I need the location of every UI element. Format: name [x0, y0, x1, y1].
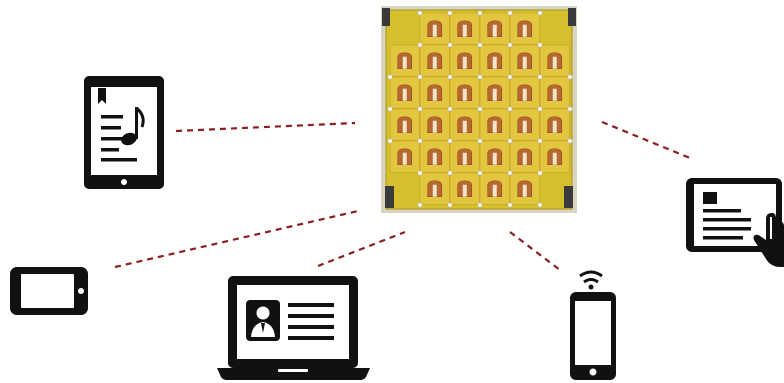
antenna-element [449, 172, 480, 205]
mount-bolt [507, 106, 513, 112]
mount-bolt [387, 106, 393, 112]
bracket-bottom-left [385, 186, 394, 208]
link-small-phone [114, 209, 359, 269]
mount-bolt [507, 42, 513, 48]
antenna-array-photo [381, 6, 577, 213]
antenna-element [449, 140, 480, 173]
mount-bolt [477, 202, 483, 208]
antenna-element [449, 76, 480, 109]
antenna-element [419, 44, 450, 77]
mount-bolt [447, 202, 453, 208]
antenna-element [509, 44, 540, 77]
connection-links [114, 120, 691, 271]
mount-bolt [447, 138, 453, 144]
antenna-element [419, 172, 450, 205]
antenna-element [419, 108, 450, 141]
antenna-element [419, 140, 450, 173]
mount-bolt [507, 10, 513, 16]
bracket-top-right [568, 8, 576, 26]
mount-bolt [507, 202, 513, 208]
mount-bolt [537, 74, 543, 80]
mount-bolt [477, 42, 483, 48]
bracket-bottom-right [564, 186, 573, 208]
mount-bolt [417, 202, 423, 208]
mount-bolt [417, 10, 423, 16]
mount-bolt [447, 170, 453, 176]
mount-bolt [477, 74, 483, 80]
antenna-element [509, 12, 540, 45]
antenna-element [419, 12, 450, 45]
mount-bolt [507, 170, 513, 176]
link-touch-tablet [601, 120, 691, 160]
mount-bolt [417, 42, 423, 48]
antenna-element [479, 108, 510, 141]
touch-tablet-icon [686, 178, 784, 267]
antenna-element [389, 76, 420, 109]
antenna-element [479, 12, 510, 45]
antenna-element [449, 108, 480, 141]
antenna-element [389, 108, 420, 141]
mount-bolt [567, 74, 573, 80]
antenna-element [479, 140, 510, 173]
mount-bolt [387, 74, 393, 80]
mount-bolt [537, 170, 543, 176]
mount-bolt [537, 106, 543, 112]
mount-bolt [447, 42, 453, 48]
mount-bolt [507, 74, 513, 80]
mount-bolt [417, 138, 423, 144]
mount-bolt [567, 106, 573, 112]
mount-bolt [507, 138, 513, 144]
antenna-element [389, 140, 420, 173]
antenna-element [509, 108, 540, 141]
bracket-top-left [382, 8, 390, 26]
mount-bolt [447, 74, 453, 80]
mount-bolt [417, 74, 423, 80]
antenna-element [539, 108, 570, 141]
mount-bolt [417, 106, 423, 112]
mount-bolt [537, 42, 543, 48]
mount-bolt [567, 138, 573, 144]
mount-bolt [417, 170, 423, 176]
antenna-element [509, 140, 540, 173]
mount-bolt [537, 202, 543, 208]
mount-bolt [477, 138, 483, 144]
link-smartphone [509, 231, 561, 271]
mount-bolt [477, 106, 483, 112]
mount-bolt [477, 170, 483, 176]
antenna-element [449, 12, 480, 45]
antenna-element [509, 172, 540, 205]
antenna-element [479, 172, 510, 205]
antenna-element [449, 44, 480, 77]
mount-bolt [387, 138, 393, 144]
mount-bolt [537, 10, 543, 16]
link-ereader [175, 121, 356, 133]
wifi-smartphone-icon [570, 270, 616, 380]
antenna-element [539, 76, 570, 109]
mount-bolt [447, 10, 453, 16]
laptop-icon [217, 276, 370, 380]
mount-bolt [477, 10, 483, 16]
antenna-element [479, 76, 510, 109]
antenna-element [479, 44, 510, 77]
antenna-element [539, 44, 570, 77]
link-laptop [317, 230, 406, 268]
antenna-element [539, 140, 570, 173]
antenna-element [419, 76, 450, 109]
landscape-phone-icon [10, 267, 88, 315]
music-tablet-icon [84, 76, 164, 189]
mount-bolt [537, 138, 543, 144]
antenna-element [389, 44, 420, 77]
mount-bolt [447, 106, 453, 112]
antenna-element [509, 76, 540, 109]
